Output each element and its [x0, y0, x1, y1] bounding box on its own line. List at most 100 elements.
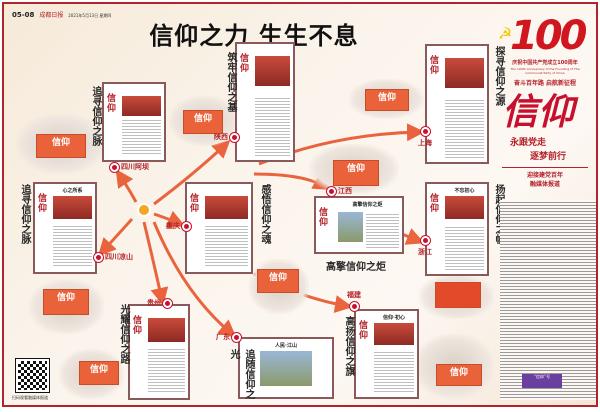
location-pin-icon	[110, 162, 119, 172]
centenary-logo: 100	[510, 13, 587, 59]
location-pin-icon	[163, 298, 172, 308]
newspaper-thumb-jiangxi[interactable]: 信仰 高擎信仰之炬	[314, 196, 404, 254]
banner: 信仰	[36, 134, 86, 158]
masthead: 信仰	[319, 208, 329, 228]
body-text	[365, 212, 399, 248]
photo	[148, 318, 185, 342]
place-name: 江西	[338, 187, 352, 195]
body-text	[445, 98, 484, 158]
photo	[53, 196, 92, 219]
page-headline: 人民·江山	[275, 343, 297, 349]
photo	[338, 212, 364, 242]
photo	[445, 58, 484, 89]
newspaper-thumb-shaanxi[interactable]: 信仰	[235, 42, 295, 162]
body-text	[148, 347, 185, 394]
page-header: 05-08 成都日报 2021年5月13日 星期四	[12, 10, 111, 19]
banner: 信仰	[79, 361, 119, 385]
place-name: 四川凉山	[105, 253, 133, 261]
place-name: 上海	[418, 139, 432, 147]
qr-code[interactable]	[15, 358, 50, 393]
body-text	[205, 223, 248, 268]
team-photo-party-flag	[419, 274, 494, 319]
theme-label: 追寻信仰之脉	[90, 86, 101, 146]
photo	[122, 96, 161, 116]
place-name: 福建	[347, 291, 361, 299]
location-marker-shaanxi[interactable]: 陕西	[214, 132, 239, 142]
right-column: ☭ 100 庆祝中国共产党成立100周年 The 100th Anniversa…	[492, 4, 598, 405]
masthead: 信仰	[240, 54, 250, 74]
series-title: 融媒体报道	[529, 181, 560, 188]
team-photo: 信仰	[16, 114, 106, 174]
team-photo: 信仰	[59, 349, 124, 399]
info-box: “信仰”号	[522, 374, 562, 388]
location-marker-shanghai[interactable]: 上海	[418, 127, 432, 148]
banner: 信仰	[183, 110, 223, 134]
theme-label: 高扬信仰之旗	[343, 316, 354, 376]
page-number: 05-08	[12, 11, 35, 19]
series-title: 迎接建党百年	[526, 172, 563, 179]
newspaper-thumb-guizhou[interactable]: 信仰	[128, 304, 190, 400]
location-pin-icon	[230, 132, 239, 142]
location-pin-icon	[420, 127, 430, 136]
arrow-to-zhejiang	[401, 228, 425, 245]
page-headline: 信仰·初心	[383, 315, 405, 321]
location-pin-icon	[349, 302, 359, 311]
banner: 信仰	[333, 160, 379, 186]
location-marker-fujian[interactable]: 福建	[347, 290, 361, 311]
location-marker-zhejiang[interactable]: 浙江	[418, 236, 432, 257]
date-line: 2021年5月13日 星期四	[68, 13, 112, 18]
motto-line: 逐梦前行	[530, 152, 567, 162]
page-headline: 高擎信仰之炬	[352, 202, 383, 208]
location-marker-aba[interactable]: 四川阿坝	[110, 162, 149, 172]
newspaper-thumb-chongqing[interactable]: 信仰	[185, 182, 253, 274]
motto-line: 永跟党走	[510, 138, 547, 148]
location-marker-liangshan[interactable]: 四川凉山	[94, 252, 133, 262]
anniversary-english: The 100th Anniversary of the Founding of…	[510, 67, 580, 75]
photo	[445, 196, 484, 220]
newspaper-thumb-fujian[interactable]: 信仰信仰·初心	[354, 309, 419, 399]
team-photo: 信仰	[249, 259, 309, 314]
place-name: 四川阿坝	[121, 163, 149, 171]
theme-label: 扬起信仰之帆	[493, 184, 504, 244]
article-text	[500, 200, 596, 400]
place-name: 广东	[216, 333, 230, 341]
newspaper-thumb-aba[interactable]: 信仰	[102, 82, 166, 162]
location-marker-chongqing[interactable]: 重庆	[166, 221, 191, 231]
calligraphy-title: 信仰	[502, 91, 575, 133]
place-name: 陕西	[214, 133, 228, 141]
banner: 信仰	[257, 269, 299, 293]
banner: 信仰	[365, 89, 409, 111]
masthead: 信仰	[133, 316, 143, 336]
photo	[205, 196, 248, 219]
theme-label: 高擎信仰之炬	[326, 262, 386, 273]
location-pin-icon	[420, 236, 430, 245]
location-pin-icon	[94, 252, 103, 262]
theme-label: 感悟信仰之魂	[259, 184, 270, 244]
team-photo: 信仰	[414, 334, 494, 399]
newspaper-thumb-guangdong[interactable]: 人民·江山	[238, 337, 334, 399]
body-text	[255, 96, 290, 156]
theme-label: 光耀信仰之路	[118, 304, 129, 364]
place-name: 浙江	[418, 248, 432, 256]
anniversary-text: 庆祝中国共产党成立100周年	[512, 60, 578, 66]
masthead: 信仰	[107, 94, 117, 114]
theme-label: 追寻信仰之脉	[19, 184, 30, 244]
body-text	[122, 118, 161, 156]
location-marker-guizhou[interactable]: 贵州	[147, 298, 172, 308]
body-text	[53, 223, 92, 268]
page-headline: 心之所系	[62, 188, 83, 194]
body-text	[374, 349, 414, 393]
newspaper-thumb-zhejiang[interactable]: 信仰不忘初心	[425, 182, 489, 276]
newspaper-thumb-shanghai[interactable]: 信仰	[425, 44, 489, 164]
newspaper-page: 05-08 成都日报 2021年5月13日 星期四 信仰之力 生生不息 信仰 信…	[2, 2, 598, 407]
theme-label: 探寻信仰之源	[493, 46, 504, 106]
newspaper-thumb-liangshan[interactable]: 信仰心之所系	[33, 182, 97, 274]
location-marker-guangdong[interactable]: 广东	[216, 332, 241, 342]
arrow-to-aba	[115, 169, 138, 203]
divider	[502, 167, 588, 168]
theme-label: 追随信仰之光	[228, 349, 254, 399]
paper-name: 成都日报	[39, 12, 64, 19]
location-pin-icon	[232, 332, 241, 342]
place-name: 重庆	[166, 222, 180, 230]
location-marker-jiangxi[interactable]: 江西	[327, 186, 352, 196]
